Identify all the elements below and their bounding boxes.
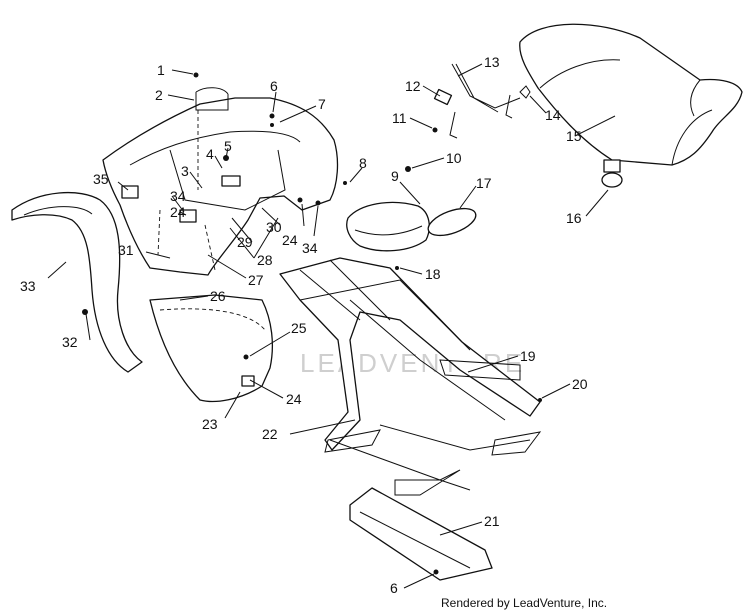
frame [279, 257, 542, 496]
rendered-by-credit: Rendered by LeadVenture, Inc. [441, 596, 608, 610]
seat-bumper [601, 159, 623, 188]
callout-24-right: 24 [282, 232, 298, 248]
callout-17: 17 [476, 175, 492, 191]
callout-7: 7 [318, 96, 326, 112]
callout-32: 32 [62, 334, 78, 350]
callout-24-left: 24 [170, 204, 186, 220]
callout-21: 21 [484, 513, 500, 529]
mud-flap [11, 191, 143, 373]
callout-2: 2 [155, 87, 163, 103]
footrest [349, 487, 493, 581]
callout-16: 16 [566, 210, 582, 226]
callout-22: 22 [262, 426, 278, 442]
callout-8: 8 [359, 155, 367, 171]
seat-latch-assembly [432, 63, 531, 139]
callout-34-right: 34 [302, 240, 318, 256]
callout-4: 4 [206, 146, 214, 162]
callout-1: 1 [157, 62, 165, 78]
lower-panel [149, 294, 274, 403]
fasteners [82, 72, 542, 575]
callout-6-bottom: 6 [390, 580, 398, 596]
callout-35: 35 [93, 171, 109, 187]
callout-12: 12 [405, 78, 421, 94]
callout-24: 24 [286, 391, 302, 407]
callout-13: 13 [484, 54, 500, 70]
callout-29: 29 [237, 234, 253, 250]
callout-10: 10 [446, 150, 462, 166]
callout-20: 20 [572, 376, 588, 392]
callout-numbers: 1 2 3 4 5 6 7 8 9 10 11 12 13 14 15 16 1… [20, 54, 588, 596]
seat [519, 23, 743, 166]
callout-25: 25 [291, 320, 307, 336]
tool-box [346, 201, 430, 252]
callout-11: 11 [392, 110, 407, 126]
leader-lines [47, 63, 616, 589]
callout-3: 3 [181, 163, 189, 179]
callout-30: 30 [266, 219, 282, 235]
callout-18: 18 [425, 266, 441, 282]
callout-23: 23 [202, 416, 218, 432]
callout-31: 31 [118, 242, 134, 258]
callout-27: 27 [248, 272, 264, 288]
callout-14: 14 [545, 107, 561, 123]
callout-5: 5 [224, 138, 232, 154]
callout-34: 34 [170, 188, 186, 204]
callout-19: 19 [520, 348, 536, 364]
callout-28: 28 [257, 252, 273, 268]
callout-33: 33 [20, 278, 36, 294]
callout-9: 9 [391, 168, 399, 184]
box-pad [427, 207, 477, 237]
callout-15: 15 [566, 128, 582, 144]
callout-6: 6 [270, 78, 278, 94]
callout-26: 26 [210, 288, 226, 304]
